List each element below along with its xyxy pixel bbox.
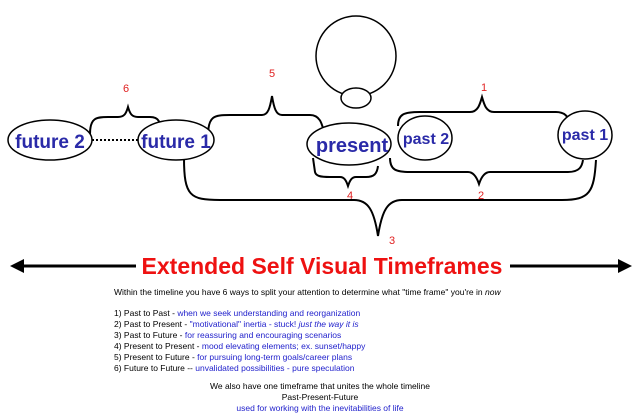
list-item: 5) Present to Future - for pursuing long…: [114, 352, 352, 363]
intro-text: Within the timeline you have 6 ways to s…: [114, 287, 501, 298]
sun-base-ellipse: [340, 87, 372, 109]
item-1-prefix: 1) Past to Past -: [114, 308, 178, 318]
brace-2: [389, 157, 584, 188]
right-arrowhead: [618, 259, 632, 273]
item-2-desc-emphasis: just the way it is: [298, 319, 359, 329]
list-item: 3) Past to Future - for reassuring and e…: [114, 330, 341, 341]
list-item: 1) Past to Past - when we seek understan…: [114, 308, 360, 319]
brace-label-6: 6: [123, 83, 129, 95]
item-2-prefix: 2) Past to Present -: [114, 319, 190, 329]
node-future-2: [7, 119, 93, 161]
item-3-prefix: 3) Past to Future -: [114, 330, 185, 340]
node-present: [306, 122, 392, 166]
brace-label-4: 4: [347, 190, 353, 202]
item-1-desc: when we seek understanding and reorganiz…: [177, 308, 361, 318]
brace-1: [397, 93, 571, 127]
intro-main: Within the timeline you have 6 ways to s…: [114, 287, 485, 297]
item-4-prefix: 4) Present to Present -: [114, 341, 202, 351]
footer-line-2: Past-Present-Future: [281, 392, 359, 402]
footer-line-1: We also have one timeframe that unites t…: [209, 381, 431, 391]
brace-6: [89, 103, 161, 135]
brace-5: [207, 95, 325, 137]
page-title: Extended Self Visual Timeframes: [142, 253, 503, 279]
list-item: 4) Present to Present - mood elevating e…: [114, 341, 365, 352]
label-present: present: [316, 135, 389, 157]
node-past-1: [557, 110, 613, 160]
brace-label-3: 3: [389, 235, 395, 247]
brace-label-5: 5: [269, 68, 275, 80]
footer-line-3: used for working with the inevitabilitie…: [236, 403, 404, 413]
item-2-desc: "motivational" inertia - stuck!: [189, 319, 299, 329]
brace-label-2: 2: [478, 190, 484, 202]
node-future-1: [137, 119, 215, 161]
brace-3: [183, 157, 597, 237]
label-future-2: future 2: [15, 132, 85, 153]
item-6-prefix: 6) Future to Future --: [114, 363, 196, 373]
item-3-desc: for reassuring and encouraging scenarios: [184, 330, 342, 340]
list-item: 6) Future to Future -- unvalidated possi…: [114, 363, 354, 374]
item-5-desc: for pursuing long-term goals/career plan…: [197, 352, 353, 362]
brace-label-1: 1: [481, 82, 487, 94]
intro-emphasis: now: [484, 287, 501, 297]
label-future-1: future 1: [141, 132, 211, 153]
item-5-prefix: 5) Present to Future -: [114, 352, 198, 362]
sun-circle: [315, 15, 397, 97]
brace-4: [312, 157, 379, 190]
item-4-desc: mood elevating elements; ex. sunset/happ…: [201, 341, 366, 351]
label-past-2: past 2: [403, 131, 449, 148]
item-6-desc: unvalidated possibilities - pure specula…: [195, 363, 355, 373]
label-past-1: past 1: [562, 127, 608, 144]
list-item: 2) Past to Present - "motivational" iner…: [114, 319, 359, 330]
node-past-2: [397, 115, 453, 161]
left-arrowhead: [10, 259, 24, 273]
